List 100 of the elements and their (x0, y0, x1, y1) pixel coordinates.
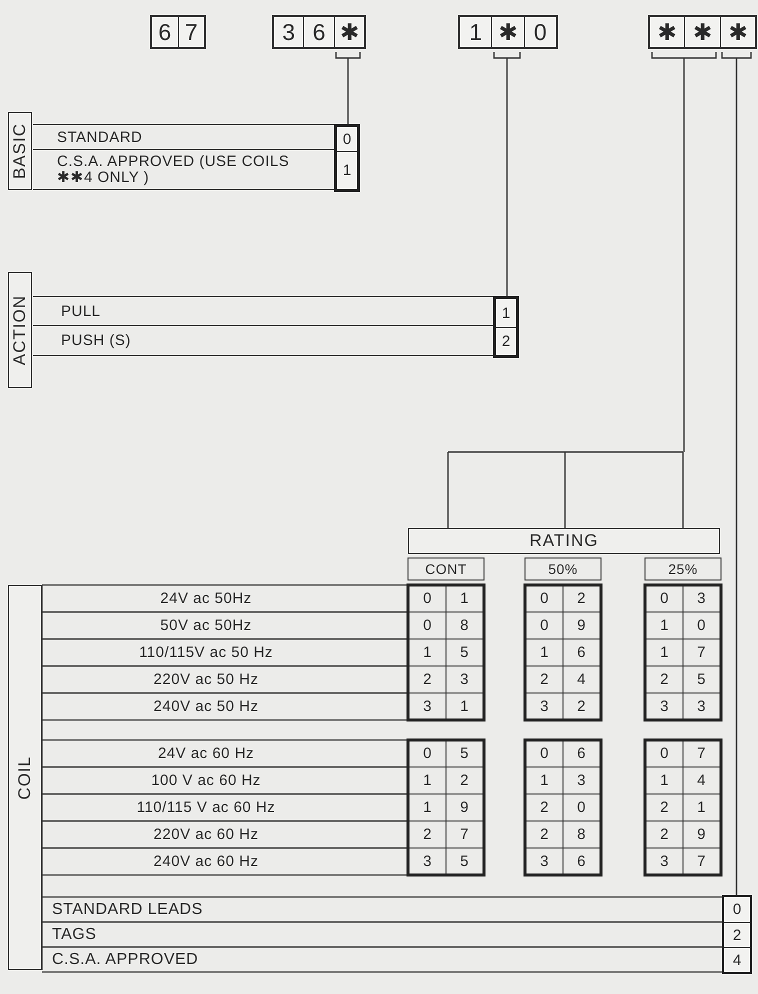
code-character: 1 (468, 18, 484, 47)
leader-line (721, 51, 752, 896)
code-digit: 2 (576, 589, 587, 609)
code-character: 7 (178, 17, 204, 47)
code-character: ✱ (720, 17, 755, 47)
voltage-label: 110/115 V ac 60 Hz (136, 798, 276, 818)
code-digit: 1 (500, 304, 512, 324)
code-digit: 3 (459, 670, 470, 690)
code-digit: 6 (576, 852, 587, 872)
voltage-label: 220V ac 50 Hz (152, 670, 260, 690)
code-digit: 0 (342, 130, 352, 150)
code-digit: 0 (659, 589, 670, 609)
code-digit: 9 (576, 616, 587, 636)
code-digit: 0 (422, 589, 433, 609)
option-row: PUSH (S) (33, 326, 493, 356)
code-digit: 1 (459, 697, 470, 717)
voltage-label: 24V ac 50Hz (159, 589, 253, 609)
code-character: 3 (281, 18, 296, 47)
code-column (493, 296, 519, 358)
section-tab (8, 272, 32, 388)
code-digit: 3 (576, 771, 587, 791)
code-digit: 3 (696, 589, 707, 609)
code-column (722, 895, 752, 974)
voltage-label: 220V ac 60 Hz (152, 825, 260, 845)
code-digit: 3 (539, 697, 550, 717)
leader-line (493, 51, 521, 297)
code-character: ✱ (656, 18, 678, 47)
code-digit: 1 (422, 643, 433, 663)
voltage-label: 100 V ac 60 Hz (150, 771, 262, 791)
code-digit: 2 (539, 670, 550, 690)
column-heading: RATING (530, 531, 598, 551)
code-digit: 5 (696, 670, 707, 690)
voltage-label: 240V ac 50 Hz (152, 697, 260, 717)
code-digit: 2 (459, 771, 470, 791)
code-digit: 1 (539, 643, 550, 663)
option-row: C.S.A. APPROVED (USE COILS ✱✱4 ONLY ) (33, 150, 334, 190)
code-digit: 2 (539, 798, 550, 818)
code-digit: 1 (659, 643, 670, 663)
code-digit: 3 (422, 697, 433, 717)
voltage-label: 240V ac 60 Hz (152, 852, 260, 872)
code-digit: 7 (696, 744, 707, 764)
code-digit: 5 (459, 643, 470, 663)
code-box (458, 15, 558, 49)
code-character: ✱ (491, 17, 524, 47)
code-digit: 2 (496, 327, 516, 355)
code-character: ✱ (684, 17, 720, 47)
heading-band (408, 528, 720, 554)
code-digit: 1 (422, 798, 433, 818)
code-digit: 8 (576, 825, 587, 845)
code-box (648, 15, 757, 49)
voltage-label: 50V ac 50Hz (159, 616, 253, 636)
code-digit: 5 (459, 852, 470, 872)
code-digit: 2 (659, 670, 670, 690)
code-digit: 9 (696, 825, 707, 845)
code-digit: 1 (696, 798, 707, 818)
code-character: 6 (303, 17, 334, 47)
code-digit: 2 (576, 697, 587, 717)
code-digit: 1 (337, 151, 357, 189)
voltage-label: 24V ac 60 Hz (156, 744, 256, 764)
code-digit: 1 (459, 589, 470, 609)
code-digit: 5 (459, 744, 470, 764)
code-digit: 1 (659, 771, 670, 791)
option-label: TAGS (52, 924, 98, 944)
code-digit: 6 (576, 643, 587, 663)
code-digit: 3 (422, 852, 433, 872)
option-row: STANDARD (33, 124, 334, 150)
section-title: BASIC (10, 122, 30, 180)
option-row: PULL (33, 296, 493, 326)
option-label: STANDARD LEADS (52, 900, 204, 920)
code-digit: 2 (659, 825, 670, 845)
option-label: C.S.A. APPROVED (52, 950, 200, 970)
code-digit: 3 (696, 697, 707, 717)
code-digit: 0 (422, 744, 433, 764)
code-digit: 2 (659, 798, 670, 818)
section-tab (8, 585, 42, 970)
section-title: ACTION (10, 294, 30, 366)
code-character: 0 (524, 17, 556, 47)
code-digit: 4 (696, 771, 707, 791)
section-title: COIL (15, 756, 35, 800)
column-heading: 50% (547, 560, 579, 579)
code-digit: 0 (422, 616, 433, 636)
code-digit: 4 (576, 670, 587, 690)
code-digit: 1 (422, 771, 433, 791)
code-box (272, 15, 366, 49)
code-digit: 0 (539, 589, 550, 609)
code-digit: 0 (696, 616, 707, 636)
code-digit: 0 (732, 900, 742, 920)
code-digit: 8 (459, 616, 470, 636)
code-digit: 7 (459, 825, 470, 845)
column-heading: 25% (667, 560, 699, 579)
code-digit: 9 (459, 798, 470, 818)
code-digit: 0 (659, 744, 670, 764)
code-digit: 7 (696, 643, 707, 663)
code-digit: 4 (724, 947, 750, 972)
voltage-label: 110/115V ac 50 Hz (138, 643, 274, 663)
leader-line (335, 51, 361, 125)
code-column (334, 124, 360, 192)
code-digit: 2 (724, 922, 750, 947)
code-digit: 3 (539, 852, 550, 872)
code-digit: 1 (659, 616, 670, 636)
